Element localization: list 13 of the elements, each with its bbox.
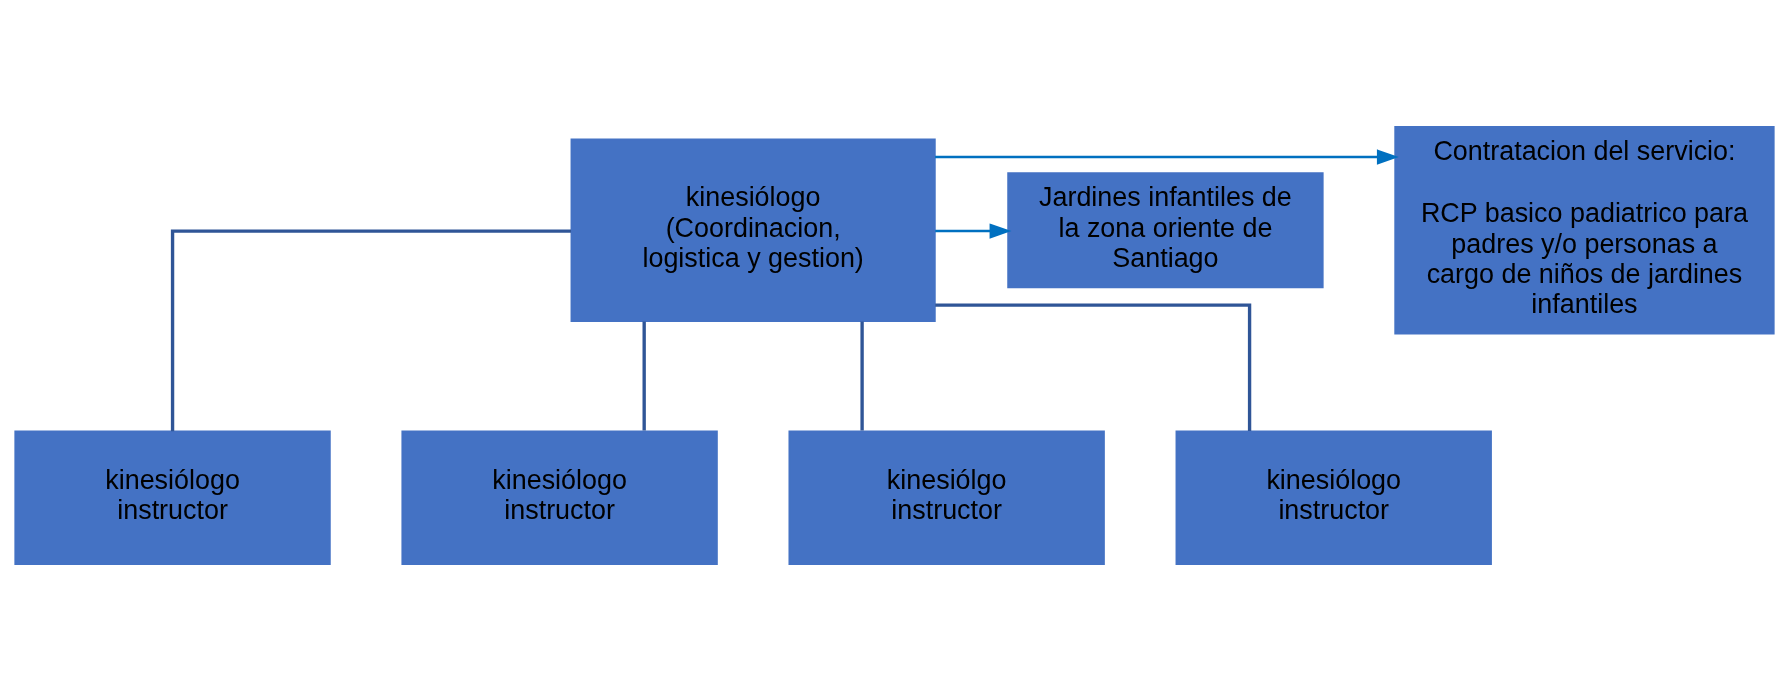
connector xyxy=(860,321,864,430)
connector xyxy=(642,321,646,430)
node-box: Jardines infantiles de la zona oriente de Santiago xyxy=(1007,171,1324,288)
arrow xyxy=(935,148,1399,165)
connector xyxy=(935,302,1252,431)
node-box: kinesiólogo instructor xyxy=(401,430,718,565)
node-box: kinesiólogo instructor xyxy=(1175,430,1492,565)
connector xyxy=(170,228,572,431)
node-box: Contratacion del servicio: RCP basico padiatrico para padres y/o personas a cargo de niños de jardines infantiles xyxy=(1394,125,1775,335)
arrow xyxy=(935,222,1012,239)
node-box: kinesiólogo (Coordinacion, logistica y gestion) xyxy=(570,138,936,322)
node-box: kinesiólgo instructor xyxy=(788,430,1105,565)
node-box: kinesiólogo instructor xyxy=(14,430,331,565)
